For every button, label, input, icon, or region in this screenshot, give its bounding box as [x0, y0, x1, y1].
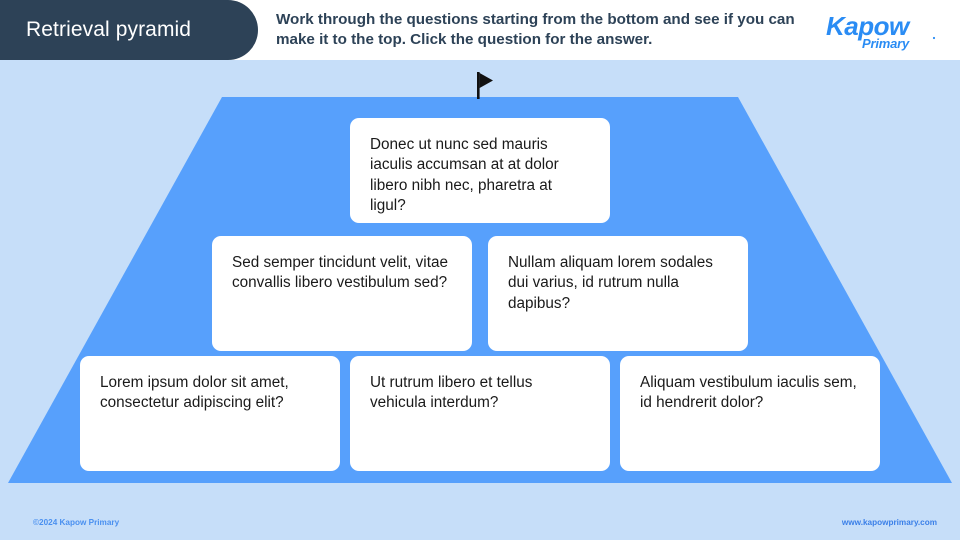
footer-website[interactable]: www.kapowprimary.com [841, 518, 937, 527]
question-card[interactable]: Nullam aliquam lorem sodales dui varius,… [488, 236, 748, 351]
question-card[interactable]: Sed semper tincidunt velit, vitae conval… [212, 236, 472, 351]
svg-text:Primary: Primary [862, 36, 910, 51]
footer-copyright: ©2024 Kapow Primary [33, 518, 120, 527]
flag-icon [471, 71, 501, 101]
question-card[interactable]: Aliquam vestibulum iaculis sem, id hendr… [620, 356, 880, 471]
question-card[interactable]: Ut rutrum libero et tellus vehicula inte… [350, 356, 610, 471]
header-bar: Retrieval pyramid Work through the quest… [0, 0, 960, 60]
kapow-primary-logo: Kapow Primary [822, 8, 938, 54]
page-title: Retrieval pyramid [26, 18, 192, 41]
question-card[interactable]: Lorem ipsum dolor sit amet, consectetur … [80, 356, 340, 471]
svg-text:Kapow: Kapow [826, 11, 911, 41]
page-title-pill: Retrieval pyramid [0, 0, 258, 60]
question-card[interactable]: Donec ut nunc sed mauris iaculis accumsa… [350, 118, 610, 223]
instructions-text: Work through the questions starting from… [276, 11, 795, 49]
pyramid-stage: Donec ut nunc sed mauris iaculis accumsa… [0, 60, 960, 540]
